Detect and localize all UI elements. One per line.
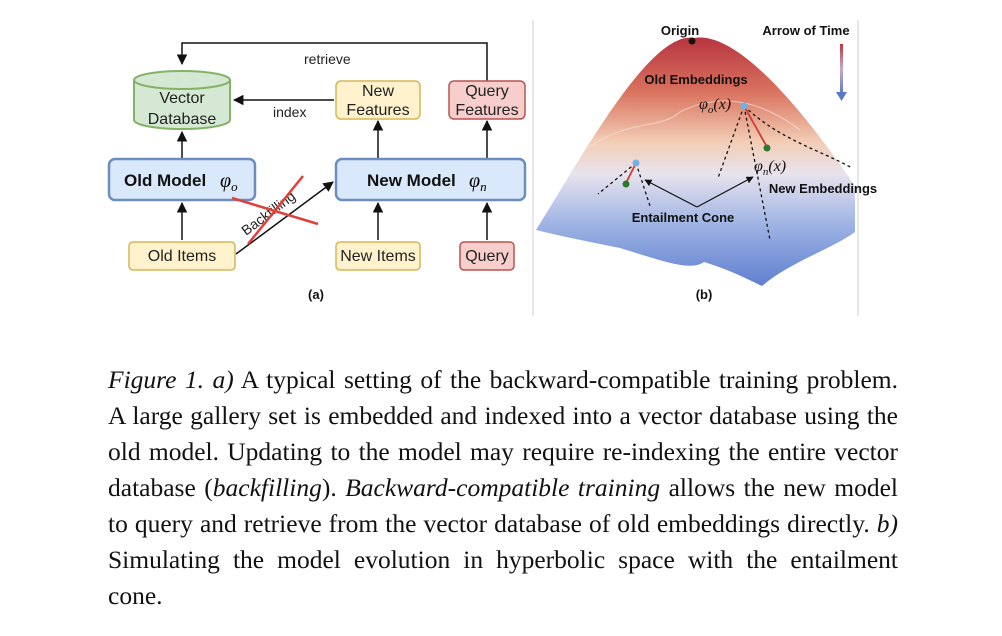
figure-b-hyperbolic-plot: Origin Arrow of Time Old Embeddings φo(x…	[532, 20, 877, 316]
index-label: index	[273, 104, 306, 120]
caption-part-a-label: a)	[212, 365, 234, 394]
retrieve-label: retrieve	[304, 51, 351, 67]
origin-point	[688, 37, 696, 45]
figure-caption: Figure 1. a) A typical setting of the ba…	[108, 362, 898, 614]
caption-backfilling-term: backfilling	[212, 473, 322, 502]
figure-a-diagram: retrieve Vector Database index New Featu…	[107, 42, 527, 302]
old-model-label: Old Model	[124, 171, 206, 190]
new-features-box	[335, 80, 421, 120]
query-features-box	[448, 80, 526, 120]
backfilling-strike	[231, 175, 319, 245]
vector-database-label-line1: Vector	[159, 90, 205, 107]
new-model-label: New Model	[367, 171, 456, 190]
new-embedding-point	[763, 144, 771, 152]
caption-text-1: A typical setting of the backward-compat…	[108, 365, 898, 502]
caption-bct-term: Backward-compatible training	[345, 473, 661, 502]
caption-part-b-label: b)	[876, 509, 898, 538]
new-features-label-line1: New	[362, 83, 394, 100]
new-embedding-point-2	[622, 180, 630, 188]
entailment-cone-pointers	[644, 176, 754, 208]
caption-figure-label: Figure 1.	[108, 365, 205, 394]
panel-b-frame	[532, 20, 859, 316]
query-features-label-line2: Features	[455, 102, 518, 119]
caption-text-4: Simulating the model evolution in hyperb…	[108, 545, 898, 610]
phi-o-label: φo(x)	[699, 96, 731, 116]
phi-n-label: φn(x)	[754, 158, 786, 178]
vector-database	[133, 70, 231, 130]
panel-a-label: (a)	[308, 287, 324, 302]
query-features-label-line1: Query	[465, 83, 509, 100]
arrow-of-time-icon	[836, 44, 847, 101]
new-items-label: New Items	[340, 248, 416, 265]
panel-b-label: (b)	[696, 287, 713, 302]
entailment-cone-lines	[597, 105, 853, 241]
origin-label: Origin	[661, 23, 699, 38]
hyperbolic-surface	[536, 37, 855, 287]
arrow-of-time-label: Arrow of Time	[762, 23, 849, 38]
new-model-box	[334, 157, 527, 202]
old-embedding-point-2	[632, 159, 640, 167]
backfilling-arrow	[235, 181, 334, 255]
query-box	[459, 241, 515, 271]
query-label: Query	[465, 248, 509, 265]
caption-text-2: ).	[321, 473, 346, 502]
vector-database-label-line2: Database	[148, 111, 217, 128]
old-model-box	[107, 157, 257, 202]
old-embedding-evolution	[625, 105, 768, 184]
old-embedding-point	[740, 102, 748, 110]
retrieve-arrow	[176, 42, 488, 81]
old-items-box	[128, 241, 236, 271]
old-embeddings-label: Old Embeddings	[644, 72, 747, 87]
new-embeddings-label: New Embeddings	[769, 181, 877, 196]
old-items-label: Old Items	[148, 248, 216, 265]
new-features-label-line2: Features	[346, 102, 409, 119]
caption-text-3: allows the new model to query and retrie…	[108, 473, 898, 538]
new-items-box	[335, 241, 421, 271]
entailment-cone-label: Entailment Cone	[632, 210, 735, 225]
